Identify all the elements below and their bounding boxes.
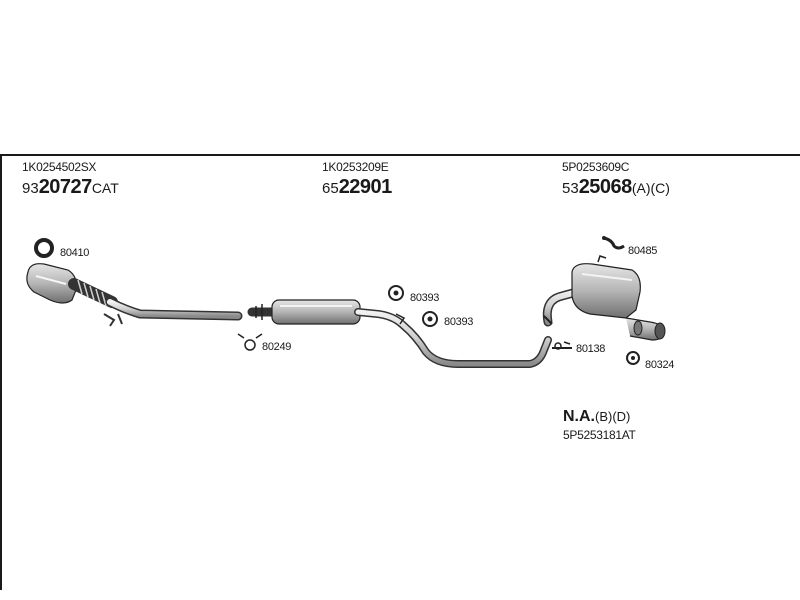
diagram-top-border xyxy=(0,154,800,156)
clamp-label-80249: 80249 xyxy=(262,341,292,353)
rear-silencer-icon xyxy=(542,255,666,341)
part-block-rear-silencer: 5P0253609C 5325068(A)(C) xyxy=(562,160,670,197)
diagram-left-border xyxy=(0,154,2,590)
ring-clamp-icon xyxy=(34,238,54,258)
part-number-suffix: (A)(C) xyxy=(631,180,670,196)
part-number-main: 20727 xyxy=(38,176,93,198)
part-number: 6522901 xyxy=(322,177,392,197)
part-block-catalytic-converter: 1K0254502SX 9320727CAT xyxy=(22,160,119,197)
front-pipe-icon xyxy=(103,297,243,327)
not-available-suffix: (B)(D) xyxy=(595,409,631,424)
hanger-80485-icon xyxy=(602,236,625,250)
part-number-prefix: 93 xyxy=(22,180,39,197)
oe-code: 1K0254502SX xyxy=(22,160,97,174)
part-number-main: 22901 xyxy=(338,176,393,198)
clamp-label-80138: 80138 xyxy=(576,343,606,355)
not-available-block: N.A.(B)(D) 5P5253181AT xyxy=(563,408,636,442)
clamp-label-80324: 80324 xyxy=(645,359,675,371)
not-available-oe-code: 5P5253181AT xyxy=(563,428,636,442)
oe-code: 5P0253609C xyxy=(562,160,630,174)
clamp-label-80393-upper: 80393 xyxy=(410,292,440,304)
clamp-label-80393-lower: 80393 xyxy=(444,316,474,328)
not-available-label: N.A. xyxy=(563,408,595,425)
clamp-80249-icon xyxy=(237,333,263,351)
part-number-prefix: 65 xyxy=(322,180,339,197)
part-number: 5325068(A)(C) xyxy=(562,177,670,197)
rubber-mount-80324-icon xyxy=(626,351,640,365)
rubber-mount-80393-icon xyxy=(422,311,438,327)
clamp-label-80485: 80485 xyxy=(628,245,658,257)
part-number: 9320727CAT xyxy=(22,177,119,197)
clamp-label-80410: 80410 xyxy=(60,247,90,259)
intermediate-pipe-icon xyxy=(354,308,552,368)
part-number-prefix: 53 xyxy=(562,180,579,197)
part-number-main: 25068 xyxy=(578,176,633,198)
part-number-suffix: CAT xyxy=(91,180,119,196)
rubber-mount-80393-icon xyxy=(388,285,404,301)
catalytic-converter-icon xyxy=(26,263,118,308)
middle-silencer-icon xyxy=(247,299,361,325)
clamp-80138-icon xyxy=(552,341,572,350)
part-block-middle-silencer: 1K0253209E 6522901 xyxy=(322,160,392,197)
oe-code: 1K0253209E xyxy=(322,160,389,174)
